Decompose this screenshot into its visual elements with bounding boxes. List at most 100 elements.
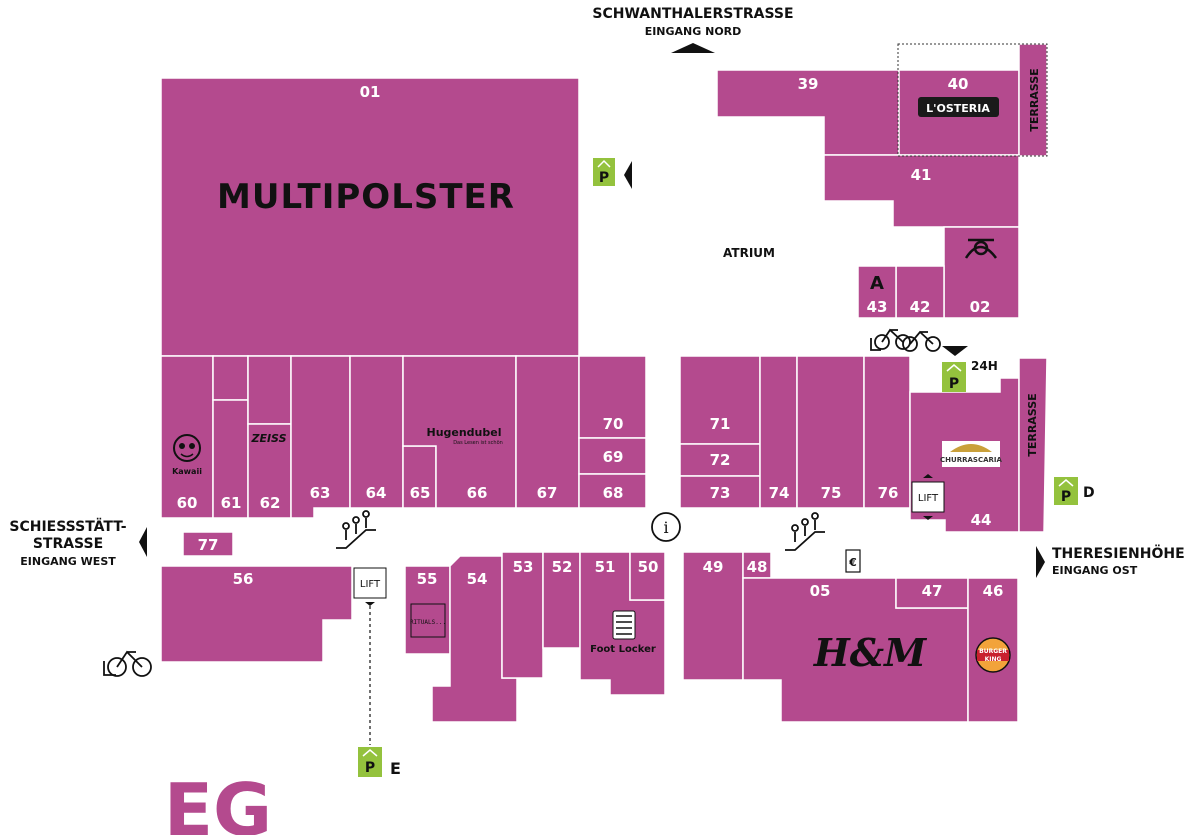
parking-e[interactable]: P E — [358, 747, 401, 778]
unit-72[interactable] — [679, 443, 761, 477]
unit-43[interactable] — [857, 265, 897, 319]
unit-41[interactable] — [823, 154, 1020, 228]
unit-75[interactable] — [796, 355, 865, 509]
unit-number-52: 52 — [552, 558, 573, 576]
unit-01[interactable] — [160, 77, 580, 357]
unit-number-69: 69 — [603, 448, 624, 466]
unit-49[interactable] — [682, 551, 744, 681]
unit-number-43: 43 — [867, 298, 888, 316]
parking-e-label: E — [390, 759, 401, 778]
unit-number-74: 74 — [769, 484, 790, 502]
terrace-east-label: TERRASSE — [1026, 393, 1039, 456]
unit-number-60: 60 — [177, 494, 198, 512]
floor-label: EG — [164, 768, 272, 835]
unit-number-51: 51 — [595, 558, 616, 576]
unit-68[interactable] — [578, 473, 647, 509]
unit-number-62: 62 — [260, 494, 281, 512]
atrium-label: ATRIUM — [723, 246, 775, 260]
atm[interactable]: € — [845, 549, 861, 573]
entrance-north[interactable]: SCHWANTHALERSTRASSE EINGANG NORD — [592, 6, 794, 53]
svg-text:CHURRASCARIA: CHURRASCARIA — [940, 456, 1002, 464]
unit-53[interactable] — [501, 551, 544, 679]
lift-east[interactable]: LIFT — [911, 474, 945, 520]
lift-down-icon — [923, 516, 933, 520]
street-north: SCHWANTHALERSTRASSE — [592, 6, 793, 22]
unit-number-50: 50 — [638, 558, 659, 576]
svg-text:BURGER: BURGER — [979, 648, 1007, 655]
unit-67[interactable] — [515, 355, 580, 509]
unit-number-63: 63 — [310, 484, 331, 502]
unit-50[interactable] — [629, 551, 666, 601]
brand-churrascaria-logo: CHURRASCARIA — [940, 441, 1003, 467]
parking-24h-label: 24H — [971, 359, 998, 373]
unit-sushi-top[interactable] — [212, 355, 249, 401]
terrace-east-strip — [1018, 357, 1048, 533]
svg-text:Kawaii: Kawaii — [172, 467, 202, 476]
unit-61[interactable] — [212, 399, 249, 519]
info-point[interactable]: i — [651, 512, 681, 542]
unit-number-72: 72 — [710, 451, 731, 469]
unit-number-56: 56 — [233, 570, 254, 588]
atm-icon — [845, 549, 861, 573]
escalator-west-icon[interactable] — [336, 510, 376, 549]
unit-number-40: 40 — [948, 75, 969, 93]
unit-number-61: 61 — [221, 494, 242, 512]
svg-text:LIFT: LIFT — [360, 579, 381, 590]
street-east: THERESIENHÖHE — [1052, 544, 1185, 562]
unit-number-76: 76 — [878, 484, 899, 502]
unit-77[interactable] — [182, 531, 234, 557]
unit-number-47: 47 — [922, 582, 943, 600]
escalator-east-icon[interactable] — [785, 512, 825, 551]
unit-74[interactable] — [759, 355, 798, 509]
unit-62-top[interactable] — [247, 355, 292, 425]
unit-62[interactable] — [247, 423, 292, 519]
parking-24h[interactable]: P 24H — [942, 346, 998, 392]
bicycle-parking-north-icon — [870, 328, 941, 352]
entrance-west[interactable]: SCHIESSSTÄTT- STRASSE EINGANG WEST — [9, 518, 147, 568]
brand-rituals-logo: RITUALS... — [410, 603, 446, 638]
unit-70[interactable] — [578, 355, 647, 439]
brand-hugendubel-logo: Hugendubel Das Lesen ist schön — [426, 426, 502, 446]
unit-56[interactable] — [160, 565, 353, 663]
svg-text:L'OSTERIA: L'OSTERIA — [926, 102, 990, 115]
entrance-east-sub: EINGANG OST — [1052, 564, 1138, 577]
unit-42[interactable] — [895, 265, 945, 319]
unit-52[interactable] — [542, 551, 581, 649]
brand-osteria-logo: L'OSTERIA — [918, 97, 999, 117]
svg-text:€: € — [848, 556, 857, 569]
parking-north-symbol: P — [599, 170, 609, 186]
svg-text:i: i — [663, 518, 668, 537]
lift-up-icon — [923, 474, 933, 478]
entrance-east[interactable]: THERESIENHÖHE EINGANG OST — [1036, 544, 1185, 578]
unit-number-41: 41 — [911, 166, 932, 184]
unit-69[interactable] — [578, 437, 647, 475]
bicycle-parking-west-icon — [103, 650, 152, 677]
arrow-left-icon — [139, 527, 147, 557]
unit-65[interactable] — [402, 445, 437, 509]
post-horn-icon — [964, 238, 998, 259]
arrow-right-icon — [1036, 546, 1045, 578]
unit-64[interactable] — [349, 355, 404, 509]
brand-zeiss-logo: ZEISS — [250, 432, 286, 445]
unit-number-66: 66 — [467, 484, 488, 502]
unit-54[interactable] — [431, 555, 518, 723]
unit-number-46: 46 — [983, 582, 1004, 600]
parking-d-symbol: P — [1061, 489, 1071, 505]
unit-number-77: 77 — [198, 536, 219, 554]
terrace-north-label: TERRASSE — [1028, 68, 1041, 131]
svg-text:RITUALS...: RITUALS... — [410, 619, 446, 626]
unit-number-53: 53 — [513, 558, 534, 576]
unit-number-02: 02 — [970, 298, 991, 316]
brand-burgerking-logo: BURGER KING — [975, 637, 1011, 673]
lift-west[interactable]: LIFT — [353, 567, 387, 606]
unit-number-05: 05 — [810, 582, 831, 600]
unit-number-75: 75 — [821, 484, 842, 502]
unit-60[interactable] — [160, 355, 214, 519]
street-west-line2: STRASSE — [33, 536, 103, 552]
parking-north[interactable]: P — [593, 158, 632, 189]
unit-73[interactable] — [679, 475, 761, 509]
shop-units — [160, 43, 1048, 723]
parking-d[interactable]: P D — [1054, 477, 1095, 505]
unit-number-42: 42 — [910, 298, 931, 316]
